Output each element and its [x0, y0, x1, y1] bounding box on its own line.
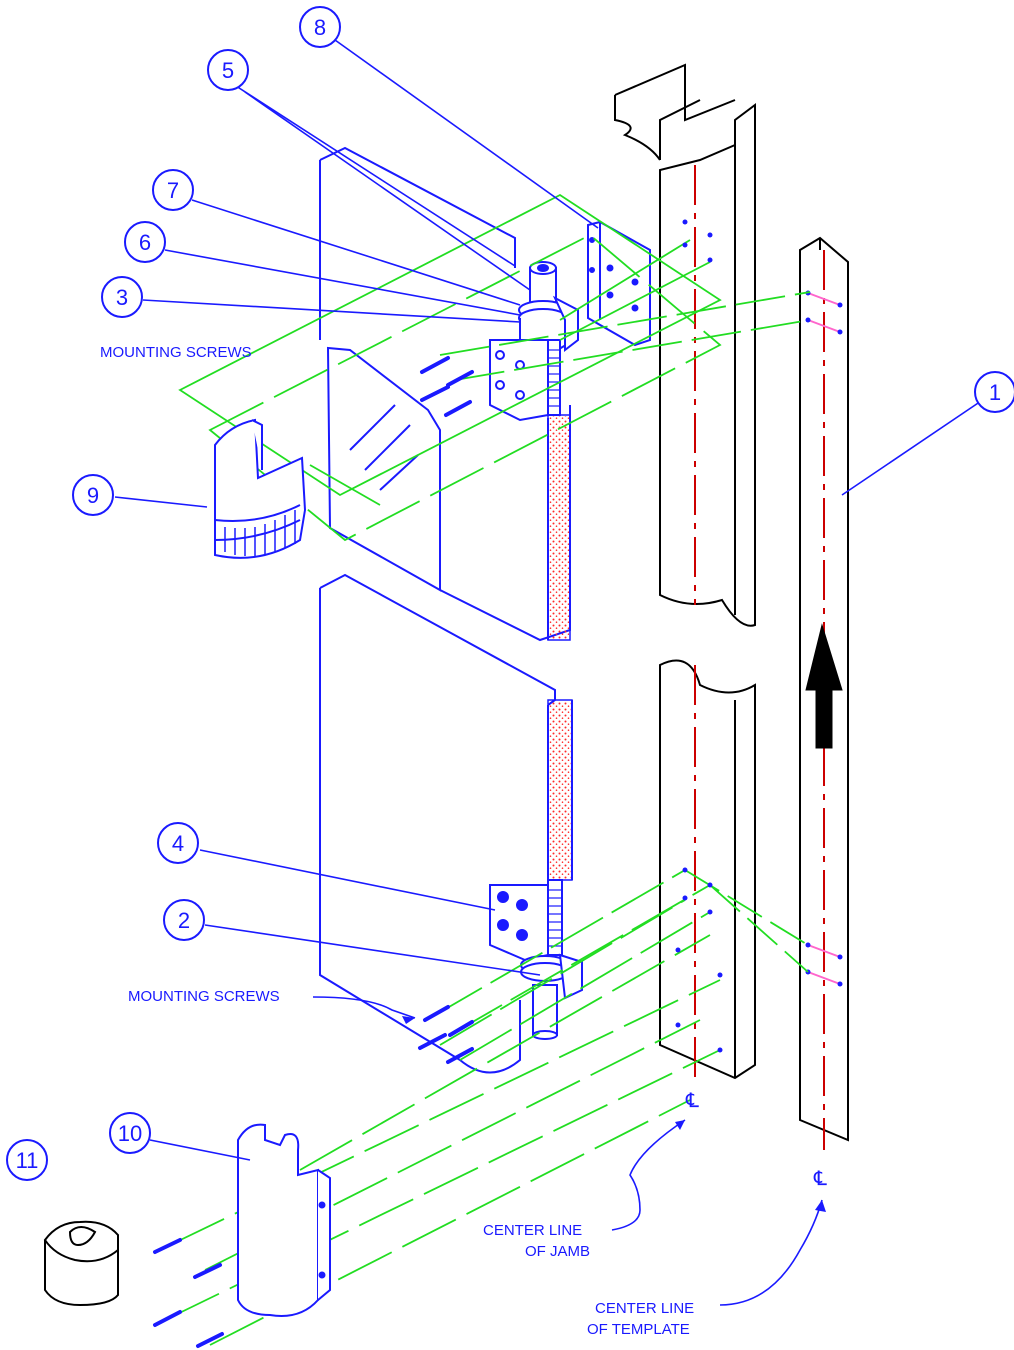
- arrowhead-icon: [675, 1120, 685, 1130]
- weatherstrip: [547, 414, 573, 881]
- alignment-lines-top: [178, 193, 811, 542]
- door-jamb: [614, 63, 756, 1080]
- callout-7: 7: [167, 178, 179, 203]
- shim-block: [43, 1220, 119, 1307]
- cover-screws: [153, 1238, 224, 1348]
- arrowhead-icon: [402, 1016, 415, 1024]
- bottom-hinge-spring: [548, 889, 562, 947]
- leader-lines: [114, 39, 991, 1306]
- template-strip: [799, 236, 849, 1142]
- bottom-hinge-cover: [237, 1123, 331, 1317]
- mounting-screws-label-top: MOUNTING SCREWS: [100, 344, 252, 361]
- callout-circles: [6, 6, 1014, 1181]
- callout-5: 5: [222, 58, 234, 83]
- top-hinge-assembly: [489, 220, 651, 422]
- center-line-jamb-label-1: CENTER LINE: [483, 1222, 582, 1239]
- callout-1: 1: [989, 380, 1001, 405]
- center-line-template-label-1: CENTER LINE: [595, 1300, 694, 1317]
- center-lines: [694, 165, 825, 1150]
- mounting-screws-top: [420, 356, 474, 417]
- jamb-holes: [675, 219, 723, 1053]
- callout-numbers: 1 2 3 4 5 6 7 8 9 10 11: [16, 15, 1002, 1173]
- callout-9: 9: [87, 483, 99, 508]
- top-hinge-cover: [214, 418, 307, 559]
- callout-10: 10: [118, 1121, 142, 1146]
- callout-6: 6: [139, 230, 151, 255]
- mounting-screws-label-bottom: MOUNTING SCREWS: [128, 988, 280, 1005]
- top-cover-ribs: [224, 510, 296, 556]
- arrowhead-icon: [815, 1200, 826, 1212]
- bottom-hinge-assembly: [489, 879, 583, 1040]
- centerline-symbol-jamb: ℄: [685, 1088, 699, 1112]
- up-arrow-icon: [805, 623, 843, 749]
- callout-2: 2: [178, 908, 190, 933]
- callout-3: 3: [116, 285, 128, 310]
- callout-11: 11: [16, 1148, 39, 1173]
- callout-4: 4: [172, 831, 184, 856]
- callout-8: 8: [314, 15, 326, 40]
- center-line-jamb-label-2: OF JAMB: [525, 1243, 590, 1260]
- center-line-template-label-2: OF TEMPLATE: [587, 1321, 690, 1338]
- mounting-screws-bottom: [418, 1005, 474, 1064]
- centerline-symbol-template: ℄: [813, 1166, 827, 1190]
- template-holes: [807, 292, 841, 985]
- top-hinge-spring: [548, 349, 560, 407]
